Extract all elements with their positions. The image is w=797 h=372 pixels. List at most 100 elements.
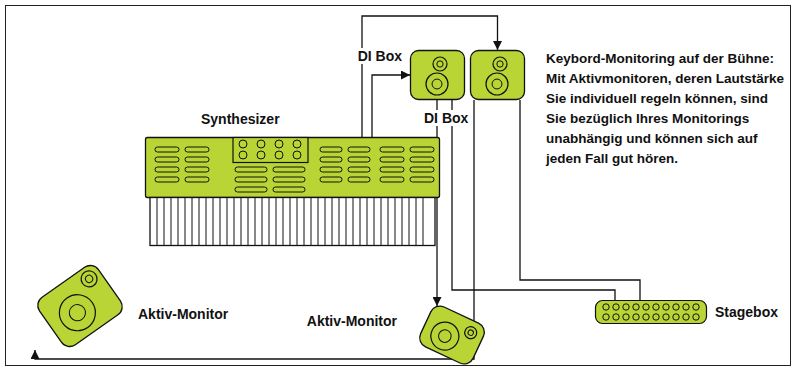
xlr-socket: [623, 304, 629, 310]
woofer-cone: [432, 79, 442, 89]
control-slider: [320, 177, 342, 182]
label-slot: Synthesizer: [200, 110, 281, 128]
control-knob: [293, 151, 301, 159]
di-box-housing: [411, 51, 465, 100]
label-slot: DI Box: [357, 47, 403, 65]
callout-note: Keybord-Monitoring auf der Bühne: Mit Ak…: [545, 49, 787, 169]
control-slider: [320, 157, 342, 162]
active-monitor-graphic: [25, 262, 135, 350]
xlr-socket: [603, 314, 609, 320]
node-label: Aktiv-Monitor: [137, 306, 229, 322]
key-divider: [164, 198, 165, 245]
node-label: DI Box: [357, 48, 403, 64]
control-slider: [185, 177, 209, 182]
stagebox: Stagebox: [595, 300, 707, 324]
key-divider: [395, 198, 396, 245]
label-slot: Aktiv-Monitor: [137, 305, 229, 323]
key-divider: [304, 198, 305, 245]
key-divider: [325, 198, 326, 245]
key-divider: [213, 198, 214, 245]
woofer-cone: [492, 79, 502, 89]
signal-cable: [452, 100, 615, 300]
control-knob: [239, 140, 247, 148]
control-slider: [235, 177, 267, 182]
control-slider: [185, 147, 209, 152]
key-divider: [269, 198, 270, 245]
control-slider: [410, 147, 434, 152]
key-divider: [248, 198, 249, 245]
label-slot: DI Box: [423, 109, 469, 127]
key-divider: [220, 198, 221, 245]
woofer-cone: [66, 301, 89, 324]
control-knob: [275, 151, 283, 159]
woofer: [426, 317, 463, 354]
xlr-socket: [663, 304, 669, 310]
xlr-socket: [643, 314, 649, 320]
signal-cable: [520, 100, 640, 300]
xlr-socket: [633, 304, 639, 310]
key-divider: [297, 198, 298, 245]
control-knob: [275, 140, 283, 148]
xlr-socket: [673, 314, 679, 320]
key-divider: [423, 198, 424, 245]
diagram-frame: [6, 6, 791, 366]
key-divider: [367, 198, 368, 245]
control-slider: [380, 177, 404, 182]
key-divider: [192, 198, 193, 245]
synth-keybed: [150, 198, 435, 246]
key-divider: [402, 198, 403, 245]
control-slider: [410, 177, 434, 182]
xlr-socket: [653, 314, 659, 320]
control-slider: [410, 167, 434, 172]
di-box-housing: [471, 51, 525, 100]
label-slot: Aktiv-Monitor: [306, 312, 398, 330]
control-slider: [380, 157, 404, 162]
key-divider: [374, 198, 375, 245]
active-monitor-graphic: [402, 306, 502, 364]
woofer-cone: [436, 328, 453, 345]
xlr-socket: [623, 314, 629, 320]
key-divider: [346, 198, 347, 245]
control-slider: [155, 147, 179, 152]
woofer: [426, 73, 448, 95]
key-divider: [311, 198, 312, 245]
key-divider: [381, 198, 382, 245]
key-divider: [255, 198, 256, 245]
xlr-socket: [693, 314, 699, 320]
xlr-socket: [613, 304, 619, 310]
key-divider: [388, 198, 389, 245]
control-slider: [273, 167, 305, 172]
node-label: Synthesizer: [200, 111, 281, 127]
node-label: Aktiv-Monitor: [306, 313, 398, 329]
key-divider: [234, 198, 235, 245]
key-divider: [339, 198, 340, 245]
control-slider: [235, 187, 267, 192]
label-slot: Stagebox: [714, 303, 779, 321]
control-panel: [233, 138, 308, 163]
woofer: [52, 288, 102, 338]
control-slider: [320, 167, 342, 172]
stagebox-graphic: [595, 300, 707, 324]
monitor-housing: [416, 303, 487, 367]
key-divider: [241, 198, 242, 245]
xlr-socket: [633, 314, 639, 320]
control-knob: [293, 140, 301, 148]
signal-cable: [372, 75, 410, 137]
signal-cable: [436, 100, 437, 306]
control-knob: [257, 140, 265, 148]
active-monitor: Aktiv-Monitor: [25, 262, 135, 350]
control-slider: [185, 157, 209, 162]
callout-slot: Keybord-Monitoring auf der Bühne: Mit Ak…: [545, 49, 787, 169]
xlr-socket: [683, 314, 689, 320]
key-divider: [360, 198, 361, 245]
key-divider: [409, 198, 410, 245]
control-slider: [155, 177, 179, 182]
active-monitor: Aktiv-Monitor: [402, 306, 502, 364]
di-box-graphic: [410, 50, 465, 100]
tweeter: [463, 325, 479, 341]
xlr-socket: [613, 314, 619, 320]
key-divider: [332, 198, 333, 245]
tweeter: [78, 268, 100, 290]
di-box: DI Box: [470, 50, 525, 100]
